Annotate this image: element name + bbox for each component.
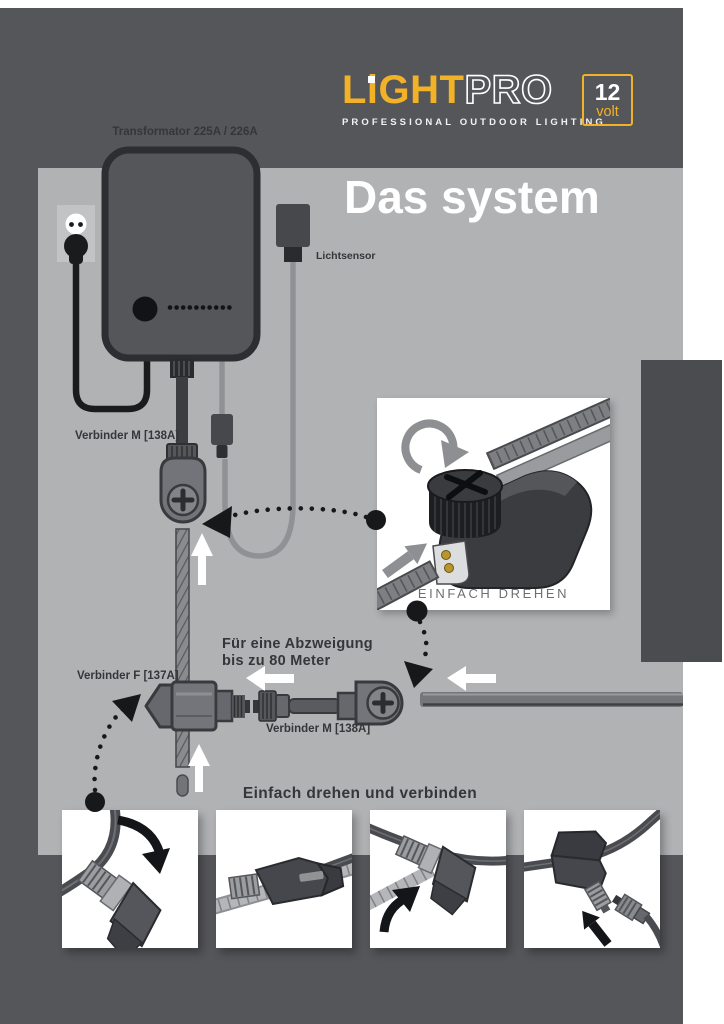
insert-arrow-icon <box>582 910 612 947</box>
volt-unit: volt <box>596 103 619 120</box>
connector-angled <box>394 835 477 916</box>
step-image-2 <box>216 810 352 948</box>
arrowhead-up-right <box>112 694 141 722</box>
logo-brand-pro: PRO <box>464 68 553 112</box>
right-accent-block <box>641 360 722 662</box>
sensor-port-plug <box>211 358 233 458</box>
inset-caption: EINFACH DREHEN <box>417 586 570 601</box>
cable-end-tip <box>176 774 189 797</box>
indicator-dots <box>167 305 232 310</box>
transformer-label: Transformator 225A / 226A <box>112 126 258 138</box>
connector-female-small <box>253 690 341 722</box>
main-cable-chain <box>159 359 207 797</box>
arrowhead-left <box>202 506 232 538</box>
logo-wordmark: LiGHTPRO <box>342 68 553 112</box>
reference-dot <box>85 792 105 812</box>
step-4-illustration <box>524 810 660 948</box>
plus-screw-icon <box>372 692 394 714</box>
cable-piece <box>377 560 440 610</box>
left-arrow-icon <box>246 666 294 691</box>
up-arrow-icon <box>188 744 210 792</box>
power-led <box>132 296 158 322</box>
bottom-heading: Einfach drehen und verbinden <box>242 785 478 802</box>
direction-arrows <box>188 533 496 792</box>
female-plug <box>611 893 651 925</box>
arrowhead-down <box>404 661 433 688</box>
rotate-icon <box>401 419 469 474</box>
step-1-illustration <box>62 810 170 948</box>
connector-f <box>144 680 250 732</box>
volt-number: 12 <box>594 78 621 105</box>
rotate-arrow-icon <box>379 886 420 933</box>
connector-with-stub <box>550 830 612 914</box>
volt-badge: 12 volt <box>582 74 633 126</box>
dotted-reference-arrows <box>85 506 433 812</box>
reference-dot <box>406 600 428 622</box>
step-image-4 <box>524 810 660 948</box>
plus-screw-icon <box>171 488 195 512</box>
left-arrow-icon <box>447 666 496 691</box>
logo-tagline: PROFESSIONAL OUTDOOR LIGHTING <box>342 117 606 128</box>
step-2-illustration <box>216 853 352 915</box>
inset-connector-illustration <box>377 398 610 610</box>
rotate-arrow-icon <box>117 815 170 874</box>
transformer <box>101 146 261 362</box>
knurled-knob <box>427 469 503 538</box>
logo-brand-light: LiGHT <box>342 68 465 112</box>
connector-f-label: Verbinder F [137A] <box>77 670 179 682</box>
screw-cross-icon <box>444 470 488 500</box>
light-sensor-label: Lichtsensor <box>316 250 376 262</box>
connector-m-top-label: Verbinder M [138A] <box>75 430 180 442</box>
connector-angled <box>77 859 162 948</box>
inset-detail-box: EINFACH DREHEN <box>377 398 610 610</box>
main-run-cable <box>420 692 683 707</box>
branch-note-line2: bis zu 80 Meter <box>222 653 331 670</box>
step-image-3 <box>370 810 506 948</box>
lightpro-logo: LiGHTPRO PROFESSIONAL OUTDOOR LIGHTING <box>342 68 606 128</box>
insert-arrow-icon <box>382 543 428 579</box>
reference-dot <box>366 510 386 530</box>
terminal-contacts <box>432 540 470 585</box>
connector-m-branch <box>336 680 404 726</box>
page-title: Das system <box>344 171 600 223</box>
connector-m-branch-label: Verbinder M [138A] <box>266 723 371 735</box>
power-plug <box>64 234 151 413</box>
connector-on-cable <box>228 856 345 906</box>
step-3-illustration <box>370 823 506 933</box>
step-image-1 <box>62 810 198 948</box>
connector-m-top <box>159 456 207 524</box>
branch-note: Für eine Abzweigung bis zu 80 Meter <box>222 636 373 670</box>
up-arrow-icon <box>191 533 213 585</box>
branch-note-line1: Für eine Abzweigung <box>222 636 373 652</box>
